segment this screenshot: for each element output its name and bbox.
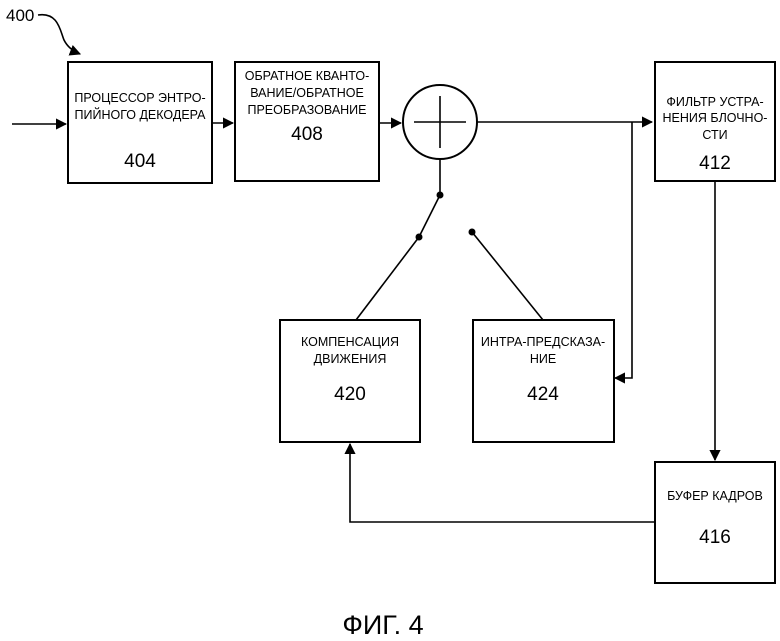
deblocking-filter-label-line1: ФИЛЬТР УСТРА- <box>666 95 763 109</box>
intra-prediction-label-line1: ИНТРА-ПРЕДСКАЗА- <box>481 335 605 349</box>
intra-prediction-block: ИНТРА-ПРЕДСКАЗА- НИЕ 424 <box>473 320 614 442</box>
frame-buffer-label: БУФЕР КАДРОВ <box>667 489 763 503</box>
prediction-switch <box>356 159 543 320</box>
figure-ref-number: 400 <box>6 6 34 25</box>
inverse-transform-label-line2: ВАНИЕ/ОБРАТНОЕ <box>250 86 364 100</box>
arrow-branch-to-intra <box>615 122 632 378</box>
inverse-transform-label-line3: ПРЕОБРАЗОВАНИЕ <box>247 103 366 117</box>
motion-compensation-number: 420 <box>334 384 366 405</box>
frame-buffer-number: 416 <box>699 527 731 548</box>
motion-compensation-label-line1: КОМПЕНСАЦИЯ <box>301 335 399 349</box>
motion-compensation-label-line2: ДВИЖЕНИЯ <box>314 352 387 366</box>
figure-caption: ФИГ. 4 <box>342 610 423 640</box>
summing-junction <box>403 85 477 159</box>
intra-prediction-number: 424 <box>527 384 559 405</box>
entropy-decoder-label-line2: ПИЙНОГО ДЕКОДЕРА <box>75 107 207 122</box>
figure-ref-pointer <box>38 15 80 54</box>
frame-buffer-block: БУФЕР КАДРОВ 416 <box>655 462 775 583</box>
entropy-decoder-label-line1: ПРОЦЕССОР ЭНТРО- <box>74 91 205 105</box>
deblocking-filter-label-line2: НЕНИЯ БЛОЧНО- <box>663 111 768 125</box>
switch-motion-terminal <box>416 234 423 241</box>
switch-common-terminal <box>437 192 444 199</box>
motion-compensation-block: КОМПЕНСАЦИЯ ДВИЖЕНИЯ 420 <box>280 320 420 442</box>
entropy-decoder-block: ПРОЦЕССОР ЭНТРО- ПИЙНОГО ДЕКОДЕРА 404 <box>68 62 212 183</box>
deblocking-filter-block: ФИЛЬТР УСТРА- НЕНИЯ БЛОЧНО- СТИ 412 <box>655 62 775 181</box>
switch-intra-terminal <box>469 229 476 236</box>
inverse-transform-label-line1: ОБРАТНОЕ КВАНТО- <box>245 69 370 83</box>
entropy-decoder-number: 404 <box>124 151 156 172</box>
intra-prediction-label-line2: НИЕ <box>530 352 556 366</box>
inverse-transform-block: ОБРАТНОЕ КВАНТО- ВАНИЕ/ОБРАТНОЕ ПРЕОБРАЗ… <box>235 62 379 181</box>
arrow-buffer-to-motion <box>350 444 655 522</box>
deblocking-filter-label-line3: СТИ <box>702 128 727 142</box>
inverse-transform-number: 408 <box>291 124 323 145</box>
deblocking-filter-number: 412 <box>699 153 731 174</box>
